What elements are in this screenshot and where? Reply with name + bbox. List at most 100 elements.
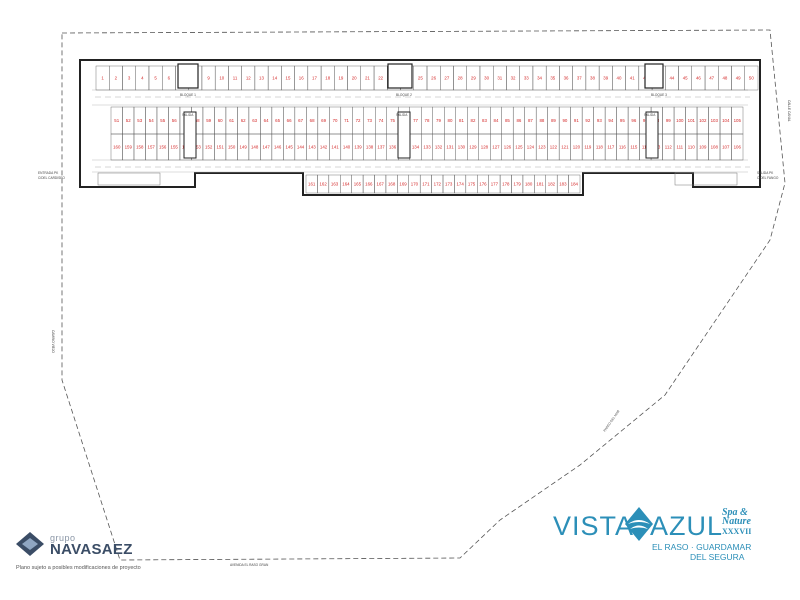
parking-spot-number: 93	[597, 118, 602, 123]
parking-spot-number: 153	[194, 145, 202, 150]
parking-spot-number: 104	[722, 118, 730, 123]
street-diag-label: PASEO DEL MAR	[603, 409, 621, 433]
parking-spot-number: 122	[550, 145, 558, 150]
parking-spot-number: 182	[548, 182, 556, 187]
bloque3-label: BLOQUE 3	[651, 93, 667, 97]
parking-spot-number: 54	[149, 118, 154, 123]
parking-spot-number: 106	[734, 145, 742, 150]
parking-spot-number: 121	[561, 145, 569, 150]
parking-spot-number: 68	[310, 118, 315, 123]
location-line2: DEL SEGURA	[690, 552, 745, 562]
parking-spot-number: 19	[338, 76, 343, 81]
parking-spot-number: 5	[154, 76, 157, 81]
parking-spot-number: 165	[354, 182, 362, 187]
parking-spot-number: 66	[287, 118, 292, 123]
parking-spot-number: 184	[571, 182, 579, 187]
bloque-1-core	[177, 63, 199, 159]
parking-spot-number: 168	[388, 182, 396, 187]
numeral-text: XXXVII	[722, 527, 752, 536]
parking-spot-number: 124	[527, 145, 535, 150]
parking-spot-number: 64	[264, 118, 269, 123]
parking-spot-number: 21	[365, 76, 370, 81]
parking-spot-number: 171	[422, 182, 430, 187]
parking-spot-number: 36	[564, 76, 569, 81]
parking-spot-number: 140	[343, 145, 351, 150]
exit-label: SALIDA PK	[757, 171, 774, 175]
parking-spot-number: 16	[299, 76, 304, 81]
parking-spot-number: 70	[333, 118, 338, 123]
parking-spot-number: 161	[308, 182, 316, 187]
parking-spot-number: 14	[272, 76, 277, 81]
parking-spot-number: 75	[390, 118, 395, 123]
parking-spot-number: 90	[562, 118, 567, 123]
parking-spot-number: 41	[630, 76, 635, 81]
parking-spot-number: 44	[669, 76, 674, 81]
parking-spot-number: 109	[699, 145, 707, 150]
parking-spot-number: 72	[356, 118, 361, 123]
entry-ramp	[97, 172, 161, 186]
parking-spot-number: 28	[458, 76, 463, 81]
parking-spot-number: 61	[229, 118, 234, 123]
parking-spot-number: 123	[538, 145, 546, 150]
parking-spot-number: 155	[171, 145, 179, 150]
parking-spot-number: 163	[331, 182, 339, 187]
parking-spot-number: 35	[550, 76, 555, 81]
parking-spot-number: 151	[216, 145, 224, 150]
parking-spot-number: 137	[377, 145, 385, 150]
parking-spot-number: 126	[504, 145, 512, 150]
parking-spot-number: 127	[492, 145, 500, 150]
brand-left-name: NAVASAEZ	[50, 541, 133, 558]
parking-spot-number: 120	[573, 145, 581, 150]
exit-sub-label: C/DEL FANGO	[757, 176, 779, 180]
parking-spot-number: 26	[431, 76, 436, 81]
exit-ramp	[674, 172, 738, 186]
parking-spot-number: 146	[274, 145, 282, 150]
parking-spot-number: 20	[352, 76, 357, 81]
parking-spot-number: 119	[584, 145, 592, 150]
parking-spot-number: 38	[590, 76, 595, 81]
parking-spot-number: 91	[574, 118, 579, 123]
parking-spot-number: 34	[537, 76, 542, 81]
spa-nature-text: Spa & Nature	[722, 508, 782, 527]
parking-spot-number: 27	[444, 76, 449, 81]
parking-spot-number: 84	[494, 118, 499, 123]
parking-spot-number: 169	[399, 182, 407, 187]
parking-spot-number: 128	[481, 145, 489, 150]
parking-spot-number: 10	[219, 76, 224, 81]
parking-spot-number: 58	[195, 118, 200, 123]
parking-spot-number: 11	[233, 76, 238, 81]
parking-spot-number: 94	[608, 118, 613, 123]
parking-spot-number: 2	[115, 76, 118, 81]
parking-spot-number: 145	[285, 145, 293, 150]
parking-spot-number: 131	[446, 145, 454, 150]
parking-spot-number: 9	[207, 76, 210, 81]
parking-spot-number: 13	[259, 76, 264, 81]
parking-spot-number: 110	[688, 145, 696, 150]
parking-spot-number: 79	[436, 118, 441, 123]
parking-spot-number: 117	[607, 145, 615, 150]
parking-spot-number: 160	[113, 145, 121, 150]
parking-spot-number: 166	[365, 182, 373, 187]
parking-spot-number: 147	[262, 145, 270, 150]
entry-label: ENTRADA PK	[38, 171, 59, 175]
salida3-label: SALIDA	[644, 113, 656, 117]
parking-spot-number: 88	[539, 118, 544, 123]
azul-word: AZUL	[650, 511, 724, 541]
parking-spot-number: 172	[434, 182, 442, 187]
parking-spot-number: 15	[286, 76, 291, 81]
parking-spot-number: 156	[159, 145, 167, 150]
parking-spot-number: 80	[448, 118, 453, 123]
parking-spot-number: 148	[251, 145, 259, 150]
brand-left-top: grupo	[50, 533, 76, 543]
parking-spot-number: 74	[379, 118, 384, 123]
vista-word: VISTA	[553, 511, 635, 541]
parking-spot-number: 99	[666, 118, 671, 123]
parking-spot-number: 112	[665, 145, 673, 150]
parking-spot-number: 63	[252, 118, 257, 123]
parking-spot-number: 152	[205, 145, 213, 150]
parking-spot-number: 50	[749, 76, 754, 81]
parking-spot-number: 29	[471, 76, 476, 81]
parking-spot-number: 6	[168, 76, 171, 81]
parking-spot-number: 170	[411, 182, 419, 187]
parking-spot-number: 12	[246, 76, 251, 81]
